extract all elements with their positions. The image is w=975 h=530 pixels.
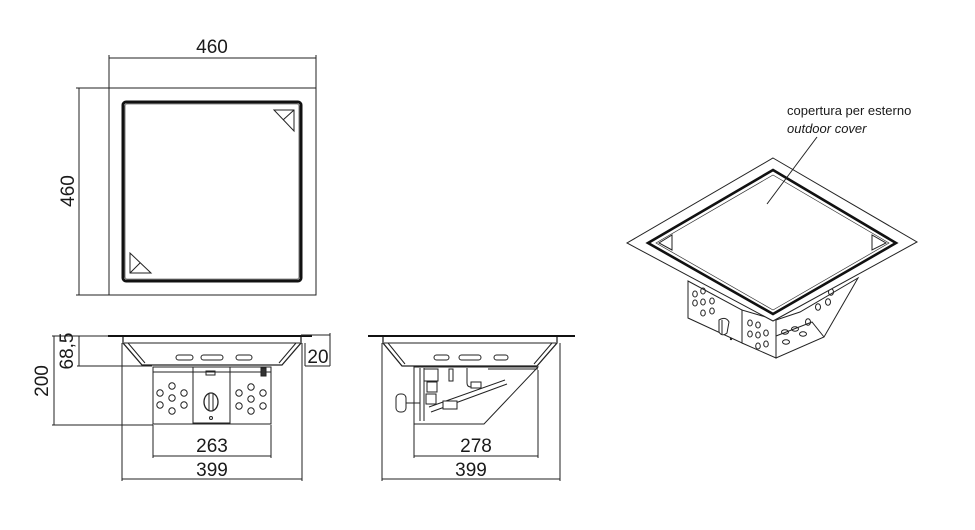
top-view: 460 460: [58, 37, 317, 296]
inner-width-dimension-label: 263: [196, 436, 228, 457]
slot: [433, 354, 450, 361]
height-dimension-label: 460: [58, 175, 79, 207]
corner-triangle-icon: [129, 251, 153, 274]
hole-pattern-left: [156, 382, 188, 415]
side-view: 278 399: [368, 335, 575, 481]
width-dimension-label: 460: [196, 37, 228, 58]
height-dimension-label: 200: [32, 365, 53, 397]
outer-frame: [108, 87, 317, 296]
hole-pattern-right: [235, 383, 267, 415]
slot: [235, 354, 253, 361]
outer-width-dimension-label: 399: [455, 460, 487, 481]
callout-leader: [766, 136, 818, 205]
corner-triangle-icon: [871, 234, 888, 251]
flange-dimension-label: 20: [307, 347, 328, 368]
depth-dimension-label: 68,5: [57, 333, 78, 370]
callout-label-english: outdoor cover: [787, 121, 867, 136]
slot: [458, 354, 482, 361]
iso-hole-pattern: [692, 287, 834, 350]
outer-width-dimension-label: 399: [196, 460, 228, 481]
isometric-view: copertura per esterno outdoor cover: [625, 103, 919, 359]
iso-cover-plate: [645, 168, 899, 316]
callout-label-italian: copertura per esterno: [787, 103, 911, 118]
knob-icon: [395, 393, 407, 413]
slot: [200, 354, 224, 361]
tray-outline: [382, 337, 558, 367]
front-view: 200 68,5 20 263 399: [32, 333, 331, 481]
slot: [493, 354, 509, 361]
tray-outline: [122, 337, 302, 366]
box-right-face: [775, 276, 860, 359]
inner-width-dimension-label: 278: [460, 436, 492, 457]
knob-icon: [203, 392, 219, 412]
corner-triangle-icon: [657, 234, 673, 251]
knob-icon: [718, 317, 730, 336]
corner-triangle-icon: [272, 109, 295, 133]
slot: [175, 354, 194, 361]
cover-plate: [121, 100, 303, 283]
switch-panel: [192, 366, 231, 424]
